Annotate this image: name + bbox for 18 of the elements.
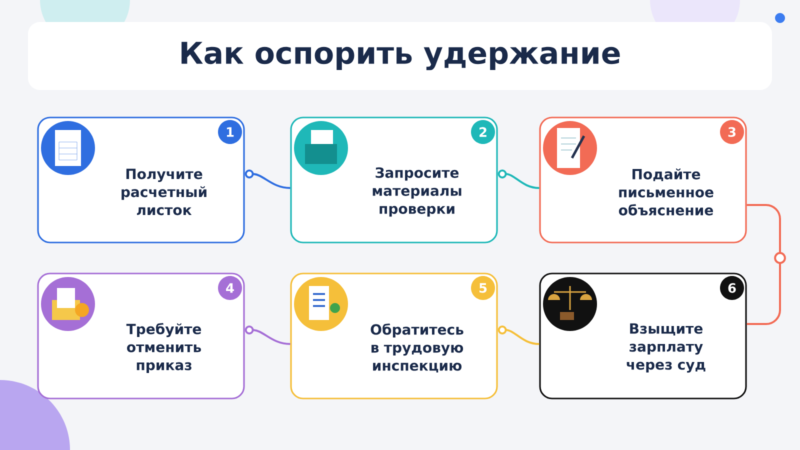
connector	[746, 204, 786, 325]
step-number-badge: 5	[471, 276, 495, 300]
title-banner: Как оспорить удержание	[28, 22, 772, 90]
step-number-badge: 4	[218, 276, 242, 300]
connector	[244, 170, 290, 189]
connector	[498, 170, 540, 189]
step-number-badge: 3	[720, 120, 744, 144]
step-number-badge: 2	[471, 120, 495, 144]
step-text: Подайте письменное объяснение	[618, 168, 714, 216]
connector	[244, 326, 290, 345]
step-text: Получите расчетный листок	[122, 168, 206, 216]
step-number-badge: 1	[218, 120, 242, 144]
connector	[498, 326, 540, 345]
step-text: Обратитесь в трудовую инспекцию	[370, 323, 464, 373]
step-text: Запросите материалы проверки	[372, 167, 462, 217]
step-text: Взыщите зарплату через суд	[626, 323, 706, 373]
step-text: Требуйте отменить приказ	[126, 323, 202, 374]
step-number-badge: 6	[720, 276, 744, 300]
